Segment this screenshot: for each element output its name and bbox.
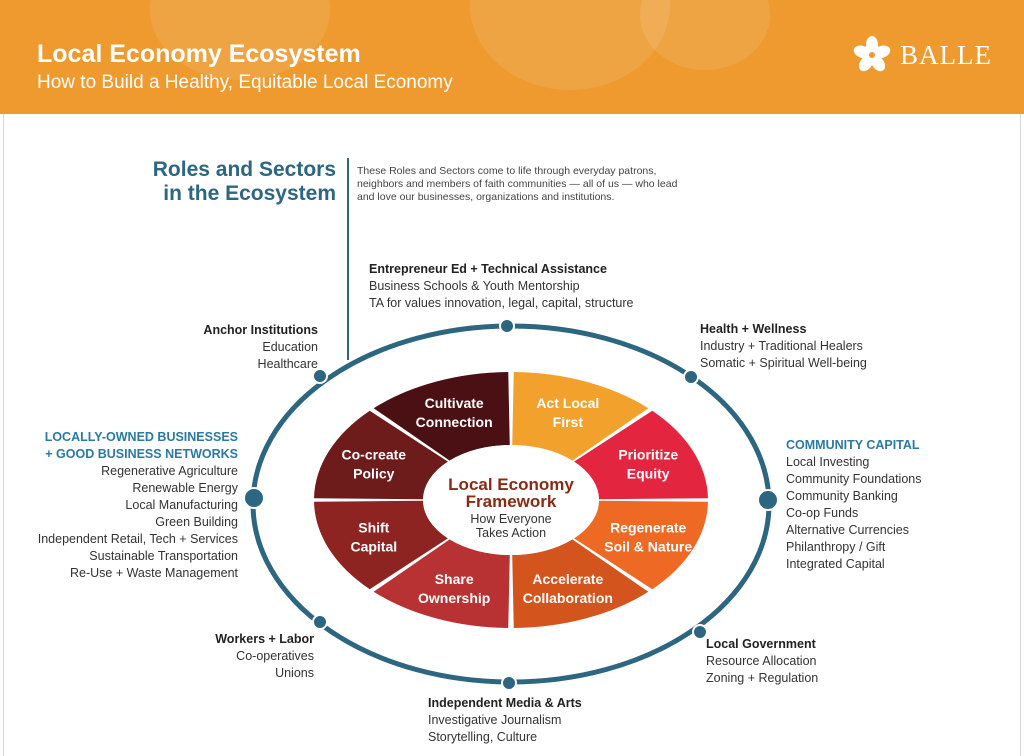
sector-item: Community Foundations (786, 472, 922, 486)
framework-segment-label: Shift (358, 520, 389, 536)
framework-segment (373, 539, 510, 628)
page-frame (3, 114, 1021, 756)
sector-item: Unions (275, 666, 314, 680)
sector-item: Green Building (155, 515, 238, 529)
ring-dot (757, 489, 779, 511)
balle-logo: BALLE (852, 35, 992, 75)
sector-item: Co-op Funds (786, 506, 859, 520)
logo-text: BALLE (900, 39, 992, 70)
roles-heading-line1: Roles and Sectors (152, 158, 336, 181)
sector-item: Storytelling, Culture (428, 730, 538, 744)
sector-item: Resource Allocation (706, 654, 817, 668)
framework-segment-label: Share (435, 571, 474, 587)
framework-segment-label: Act Local (536, 395, 599, 411)
sector-item: Community Banking (786, 489, 898, 503)
framework-center (423, 445, 599, 555)
framework-segment (373, 372, 510, 461)
framework-segment (314, 410, 448, 500)
flower-icon (853, 36, 891, 72)
framework-segment-label: Soil & Nature (604, 539, 692, 555)
framework-segment-label: Regenerate (610, 520, 686, 536)
sector-item: Industry + Traditional Healers (700, 339, 863, 353)
framework-segment-label: First (553, 414, 584, 430)
sector-title-line1: LOCALLY-OWNED BUSINESSES (44, 430, 238, 444)
framework-segment (314, 500, 448, 590)
roles-heading: Roles and Sectors in the Ecosystem (153, 158, 336, 206)
framework-segment (574, 500, 708, 590)
sector-independent-media: Independent Media & Arts Investigative J… (428, 695, 582, 746)
framework-segment-label: Collaboration (523, 590, 613, 606)
framework-segment (574, 410, 708, 500)
ring-dot (243, 487, 265, 509)
sector-item: Local Manufacturing (125, 498, 238, 512)
sector-health-wellness: Health + Wellness Industry + Traditional… (700, 321, 867, 372)
sector-item: Sustainable Transportation (89, 549, 238, 563)
framework-segment-label: Connection (416, 414, 493, 430)
sector-title-line2: + GOOD BUSINESS NETWORKS (45, 447, 238, 461)
page-subtitle: How to Build a Healthy, Equitable Local … (37, 72, 453, 93)
sector-title: Entrepreneur Ed + Technical Assistance (369, 262, 607, 276)
framework-sub-line1: How Everyone (470, 512, 551, 526)
sector-community-capital: COMMUNITY CAPITAL Local Investing Commun… (786, 437, 921, 573)
sector-entrepreneur: Entrepreneur Ed + Technical Assistance B… (369, 261, 634, 312)
sector-item: Co-operatives (236, 649, 314, 663)
sector-title: Anchor Institutions (203, 323, 318, 337)
sector-item: TA for values innovation, legal, capital… (369, 296, 634, 310)
page-title: Local Economy Ecosystem (37, 40, 361, 68)
sector-title: Local Government (706, 637, 816, 651)
sector-item: Alternative Currencies (786, 523, 909, 537)
ring-dot (692, 624, 708, 640)
sector-item: Local Investing (786, 455, 870, 469)
framework-title-line1: Local Economy (448, 475, 574, 494)
framework-segment-label: Policy (353, 465, 394, 481)
sector-title: Health + Wellness (700, 322, 807, 336)
sector-title: COMMUNITY CAPITAL (786, 438, 920, 452)
ring-dots (243, 318, 779, 691)
ring-dot (499, 318, 515, 334)
sector-item: Zoning + Regulation (706, 671, 819, 685)
framework-segment (512, 372, 649, 461)
sector-local-businesses: LOCALLY-OWNED BUSINESSES + GOOD BUSINESS… (38, 429, 238, 582)
framework-segment-label: Capital (350, 539, 397, 555)
sector-item: Education (262, 340, 318, 354)
ring-dot (501, 675, 517, 691)
sector-item: Re-Use + Waste Management (69, 566, 238, 580)
ring-dot (683, 369, 699, 385)
framework-sub-line2: Takes Action (476, 526, 546, 540)
framework-segment-label: Prioritize (618, 446, 678, 462)
sector-title: Workers + Labor (215, 632, 314, 646)
sector-workers-labor: Workers + Labor Co-operatives Unions (215, 631, 314, 682)
ring-dot (312, 614, 328, 630)
sector-item: Independent Retail, Tech + Services (37, 532, 238, 546)
sector-item: Investigative Journalism (428, 713, 562, 727)
framework-segments: Act LocalFirstPrioritizeEquityRegenerate… (314, 372, 708, 628)
sector-anchor-institutions: Anchor Institutions Education Healthcare (203, 322, 318, 373)
framework-title-line2: Framework (466, 492, 557, 511)
sector-local-government: Local Government Resource Allocation Zon… (706, 636, 818, 687)
framework-segment-label: Accelerate (532, 571, 603, 587)
roles-heading-line2: in the Ecosystem (163, 182, 336, 205)
sector-title: Independent Media & Arts (428, 696, 582, 710)
sector-item: Somatic + Spiritual Well-being (700, 356, 867, 370)
framework-segment-label: Cultivate (425, 395, 484, 411)
sector-item: Renewable Energy (132, 481, 238, 495)
sector-item: Business Schools & Youth Mentorship (369, 279, 580, 293)
framework-segment-label: Equity (627, 465, 670, 481)
framework-segment (512, 539, 649, 628)
framework-segment-label: Ownership (418, 590, 490, 606)
header-banner: Local Economy Ecosystem How to Build a H… (0, 0, 1024, 114)
ring-dot (312, 368, 328, 384)
sector-item: Healthcare (257, 357, 318, 371)
roles-note: These Roles and Sectors come to life thr… (357, 165, 678, 203)
framework-segment-label: Co-create (342, 446, 407, 462)
sector-item: Integrated Capital (786, 557, 885, 571)
sector-item: Regenerative Agriculture (101, 464, 238, 478)
sector-item: Philanthropy / Gift (786, 540, 886, 554)
